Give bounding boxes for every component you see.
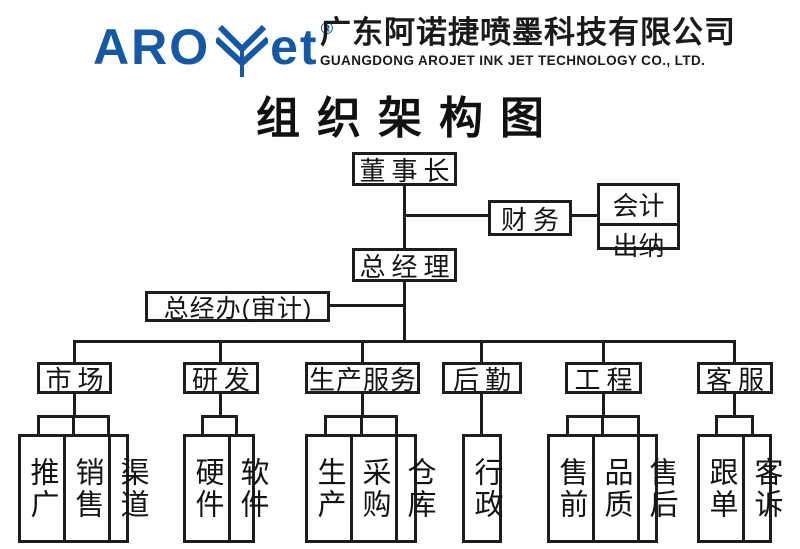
connector-line — [480, 392, 483, 436]
connector-line — [715, 415, 718, 436]
header: ARO et ® 广东阿诺捷喷墨科技有限公司 GUANGDONG AROJET … — [0, 0, 800, 80]
connector-line — [201, 415, 238, 418]
node-chairman: 董事长 — [352, 152, 457, 186]
connector-line — [73, 340, 736, 343]
node-customer-complaints: 客诉 — [742, 437, 787, 540]
connector-line — [107, 415, 110, 436]
connector-line — [73, 340, 76, 364]
connector-line — [72, 415, 75, 436]
registered-trademark-icon: ® — [320, 19, 334, 38]
connector-line — [637, 415, 640, 436]
connector-line — [37, 415, 40, 436]
connector-line — [733, 340, 736, 364]
connector-line — [602, 392, 605, 418]
company-names: 广东阿诺捷喷墨科技有限公司 GUANGDONG AROJET INK JET T… — [320, 15, 780, 68]
connector-line — [201, 415, 204, 436]
node-warehouse: 仓库 — [395, 437, 440, 540]
connector-line — [751, 415, 754, 436]
company-name-chinese: 广东阿诺捷喷墨科技有限公司 — [320, 15, 736, 50]
page-title: 组织架构图 — [256, 94, 561, 143]
node-purchasing: 采购 — [350, 437, 395, 540]
connector-line — [219, 392, 222, 418]
company-name-english: GUANGDONG AROJET INK JET TECHNOLOGY CO.,… — [320, 52, 706, 68]
node-administration: 行政 — [470, 456, 502, 521]
connector-line — [361, 392, 364, 418]
connector-line — [602, 340, 605, 364]
node-dept-production-service: 生产服务 — [305, 362, 420, 395]
node-production-subunits: 生产 采购 仓库 — [305, 434, 435, 543]
node-dept-rd: 研发 — [183, 362, 259, 395]
connector-line — [361, 340, 364, 364]
node-customer-service-subunits: 跟单 客诉 — [697, 434, 782, 543]
node-dept-engineering: 工程 — [565, 362, 642, 395]
logo-text-aro: ARO — [93, 19, 211, 75]
connector-line — [73, 392, 76, 418]
node-sales: 销售 — [63, 437, 108, 540]
connector-line — [328, 304, 405, 307]
connector-line — [324, 415, 327, 436]
connector-line — [480, 340, 483, 364]
connector-line — [395, 415, 398, 436]
node-dept-logistics: 后勤 — [442, 362, 522, 395]
node-dept-market: 市场 — [37, 362, 112, 395]
node-channel: 渠道 — [108, 437, 153, 540]
connector-line — [235, 415, 238, 436]
connector-line — [403, 184, 406, 250]
node-logistics-subunits: 行政 — [462, 434, 502, 543]
node-rd-subunits: 硬件 软件 — [183, 434, 268, 543]
node-quality: 品质 — [592, 437, 637, 540]
connector-line — [570, 214, 599, 217]
node-accounting-cashier: 会计 出纳 — [597, 183, 680, 261]
connector-line — [404, 214, 490, 217]
connector-line — [601, 415, 604, 436]
arojet-logo: ARO et ® — [93, 16, 334, 78]
node-market-subunits: 推广 销售 渠道 — [18, 434, 148, 543]
node-accounting: 会计 — [600, 186, 677, 226]
connector-line — [360, 415, 363, 436]
node-general-manager: 总经理 — [352, 248, 457, 282]
node-engineering-subunits: 售前 品质 售后 — [547, 434, 677, 543]
node-order-follow-up: 跟单 — [705, 456, 737, 521]
connector-line — [733, 392, 736, 418]
node-production: 生产 — [313, 456, 345, 521]
node-aftersales: 售后 — [637, 437, 682, 540]
connector-line — [219, 340, 222, 364]
node-gm-office-audit: 总经办(审计) — [145, 291, 330, 323]
arojet-leaf-icon — [214, 19, 271, 82]
node-finance: 财务 — [488, 200, 572, 236]
connector-line — [403, 280, 406, 343]
connector-line — [715, 415, 754, 418]
node-software: 软件 — [228, 437, 273, 540]
connector-line — [566, 415, 569, 436]
node-hardware: 硬件 — [191, 456, 223, 521]
node-dept-customer-service: 客服 — [697, 362, 773, 395]
node-presales: 售前 — [555, 456, 587, 521]
logo-text-et: et — [270, 19, 319, 75]
node-cashier: 出纳 — [612, 231, 665, 261]
node-promotion: 推广 — [26, 456, 58, 521]
